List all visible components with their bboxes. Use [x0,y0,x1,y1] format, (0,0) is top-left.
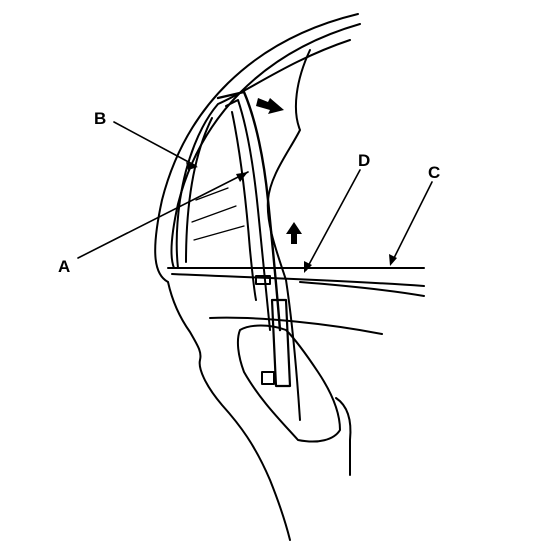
glass-reflection-1 [195,187,229,201]
callout-d: D [358,151,370,170]
callout-a: A [58,257,70,276]
leader-line-d [305,169,361,271]
door-frame-outer-2 [170,23,361,269]
leader-arrowhead-b [186,162,198,170]
door-edge-line [299,281,425,297]
door-inner-cutout [236,324,341,443]
door-frame-inner [175,39,351,269]
run-channel-inner [225,99,271,331]
door-frame-outer [154,13,359,283]
leader-arrowhead-c [389,254,397,266]
door-trim-line [209,316,383,335]
glass-edge [185,117,213,263]
body-panel-contour [167,281,291,541]
callout-b: B [94,109,106,128]
leader-line-b [113,121,197,167]
lift-up-arrow-icon [286,222,302,244]
channel-bracket [270,298,292,388]
leader-line-c [391,181,433,263]
glass-reflection-3 [193,225,245,241]
door-lower-edge [335,397,352,476]
push-out-arrow-icon [256,98,284,114]
glass-reflection-2 [191,205,237,223]
leader-line-a [77,171,249,259]
run-channel-inner-2 [231,111,257,301]
callout-c: C [428,163,440,182]
channel-tab [255,275,271,285]
leader-arrowhead-a [236,172,248,182]
run-channel-outer [216,90,282,332]
belt-line-lower [171,273,425,287]
leader-arrowhead-d [304,261,312,273]
channel-clip [261,371,275,385]
